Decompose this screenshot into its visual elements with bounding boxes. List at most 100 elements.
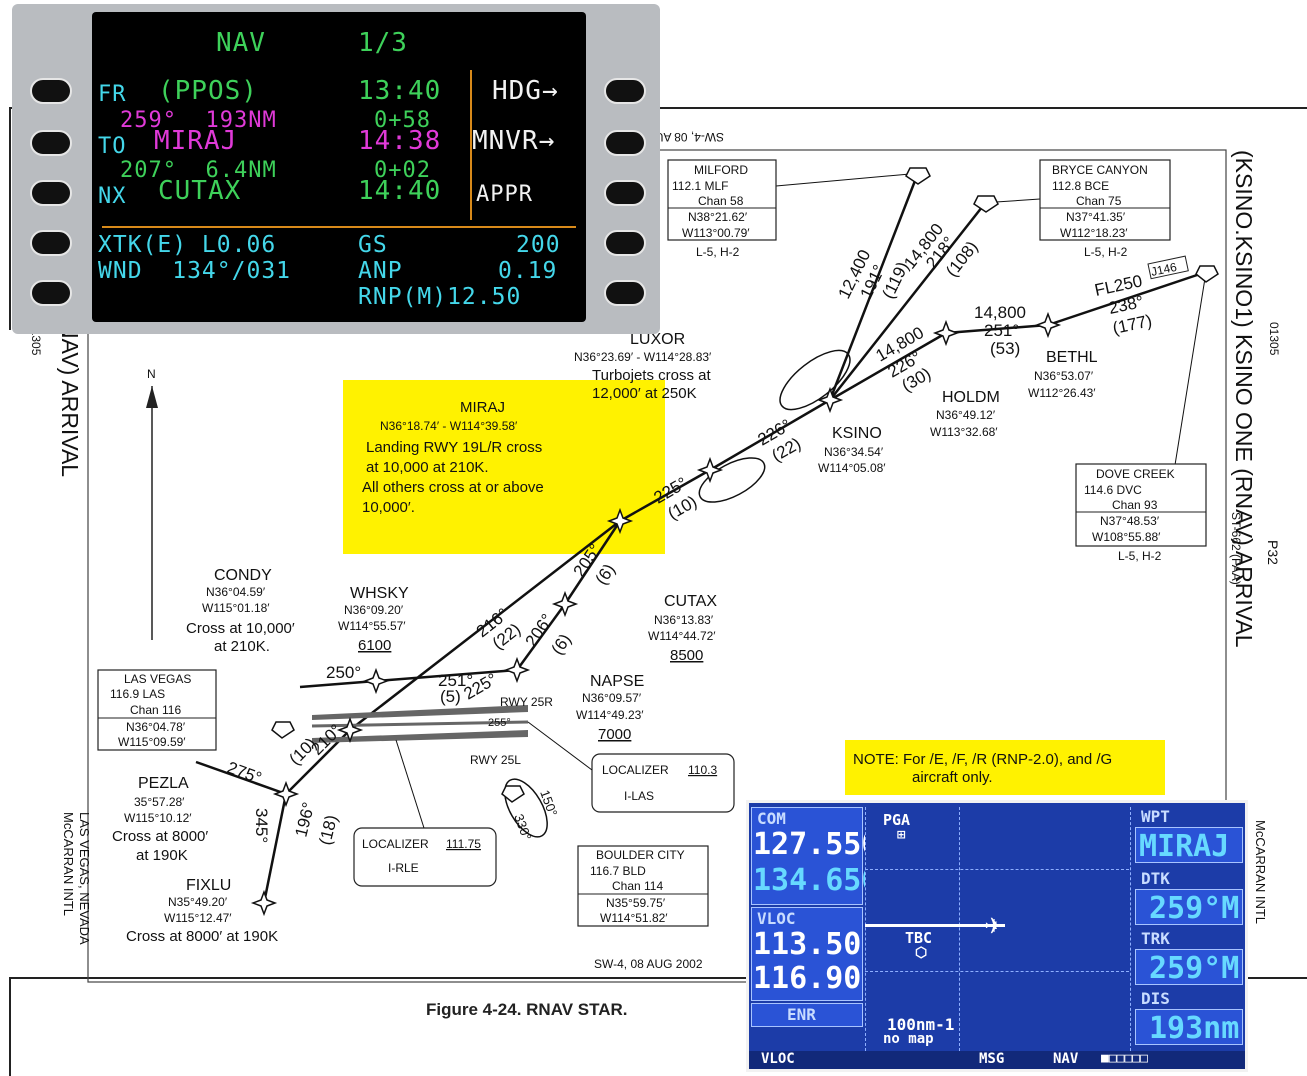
svg-text:I-LAS: I-LAS: [624, 789, 654, 803]
miraj-coords: N36°18.74′ - W114°39.58′: [380, 419, 518, 433]
miraj-line2: at 10,000 at 210K.: [366, 459, 489, 476]
wpt-window: [1135, 827, 1243, 863]
svg-text:W108°55.88′: W108°55.88′: [1092, 530, 1161, 544]
svg-text:Chan 75: Chan 75: [1076, 194, 1122, 208]
ilas-localizer-box: LOCALIZER 110.3 I-LAS: [591, 753, 735, 813]
leg-bethl-dist: (53): [990, 339, 1020, 358]
com-window[interactable]: [751, 807, 863, 905]
cdu-anp-label: ANP: [358, 258, 403, 284]
luxor-coords: N36°23.69′ - W114°28.83′: [574, 350, 712, 364]
lsk-r5[interactable]: [604, 280, 646, 306]
lsk-l3[interactable]: [30, 180, 72, 206]
rwy-255: 255°: [488, 717, 511, 729]
luxor-line2: 12,000′ at 250K: [592, 385, 697, 402]
leg-cutax-napse-dist: (6): [548, 630, 575, 658]
napse-lat: N36°09.57′: [582, 691, 642, 705]
lsk-r3[interactable]: [604, 180, 646, 206]
svg-text:W115°09.59′: W115°09.59′: [118, 735, 186, 749]
lsk-l1[interactable]: [30, 78, 72, 104]
map-wpt-tbc: TBC: [905, 929, 933, 947]
lsk-l2[interactable]: [30, 130, 72, 156]
trk-window: [1135, 949, 1243, 985]
cdu-fr-wpt: (PPOS): [158, 76, 258, 106]
note-line1: NOTE: For /E, /F, /R (RNP-2.0), and /G: [853, 751, 1112, 768]
cdu-fr-time: 13:40: [358, 76, 442, 106]
leg-whsky-condy-crs: 250°: [326, 663, 361, 682]
cutax-alt: 8500: [670, 647, 703, 664]
cdu-mnvr: MNVR→: [472, 126, 556, 156]
cdu-wnd: WND 134°/031: [98, 258, 292, 284]
dis-label: DIS: [1141, 989, 1170, 1008]
holdm-name: HOLDM: [942, 389, 1000, 406]
fixlu-lat: N35°49.20′: [168, 895, 228, 909]
map-pane[interactable]: [865, 807, 1131, 1051]
cdu-screen: NAV 1/3 FR (PPOS) 13:40 259° 193NM 0+58 …: [92, 12, 586, 322]
holdm-lat: N36°49.12′: [936, 408, 996, 422]
lsk-l5[interactable]: [30, 280, 72, 306]
rwy-25r: RWY 25R: [500, 695, 553, 709]
figure-caption: Figure 4-24. RNAV STAR.: [426, 1000, 628, 1019]
wpt-label: WPT: [1141, 807, 1170, 826]
condy-lat: N36°04.59′: [206, 585, 266, 599]
dis-value: 193nm: [1149, 1011, 1240, 1046]
dove-chart-ref: L-5, H-2: [1118, 549, 1162, 563]
cdu-nx-label: NX: [98, 184, 127, 209]
cutax-name: CUTAX: [664, 593, 717, 610]
chart-title-right: (KSINO.KSINO1) KSINO ONE (RNAV) ARRIVAL: [1231, 150, 1257, 648]
vloc-active: 113.50: [753, 927, 862, 962]
lsk-r2[interactable]: [604, 130, 646, 156]
pezla-lon: W115°10.12′: [124, 811, 192, 825]
condy-line2: at 210K.: [214, 638, 270, 655]
bethl-lat: N36°53.07′: [1034, 369, 1094, 383]
airport-left-line2: McCARRAN INTL: [61, 812, 76, 916]
bethl-name: BETHL: [1046, 349, 1098, 366]
svg-text:BRYCE CANYON: BRYCE CANYON: [1052, 163, 1148, 177]
lsk-l4[interactable]: [30, 230, 72, 256]
status-bar: [749, 1051, 1245, 1069]
svg-text:N37°41.35′: N37°41.35′: [1066, 210, 1126, 224]
status-msg[interactable]: MSG: [979, 1051, 1005, 1067]
vloc-standby: 116.90: [753, 961, 862, 996]
svg-text:W113°00.79′: W113°00.79′: [682, 226, 750, 240]
svg-text:110.3: 110.3: [688, 763, 717, 777]
napse-lon: W114°49.23′: [576, 708, 644, 722]
cdu-gs-val: 200: [516, 232, 561, 258]
cdu-nx-time: 14:40: [358, 176, 442, 206]
cdu-leg1-ete: 0+58: [374, 108, 431, 133]
status-vloc: VLOC: [761, 1051, 795, 1067]
svg-text:BOULDER CITY: BOULDER CITY: [596, 848, 685, 862]
page-number: P32: [1265, 540, 1281, 565]
status-nav[interactable]: NAV: [1053, 1051, 1079, 1067]
condy-line1: Cross at 10,000′: [186, 620, 295, 637]
vloc-window[interactable]: [751, 907, 863, 1001]
boulder-city-box: BOULDER CITY 116.7 BLD Chan 114 N35°59.7…: [577, 845, 709, 927]
leg-bld-out: 330°: [511, 812, 534, 842]
lsk-r4[interactable]: [604, 230, 646, 256]
map-range: 100nm-1: [887, 1015, 955, 1034]
leg-fixlu-pezla-crs: 345°: [252, 808, 271, 843]
miraj-line1: Landing RWY 19L/R cross: [366, 439, 542, 456]
leg-pezla-fixlu-crs: 196°: [291, 800, 318, 839]
bottom-ref: SW-4, 08 AUG 2002: [594, 957, 703, 971]
tbc-vor-icon: ⬡: [915, 945, 928, 961]
svg-text:N35°59.75′: N35°59.75′: [606, 896, 666, 910]
enr-window: [751, 1003, 863, 1027]
bethl-lon: W112°26.43′: [1028, 386, 1096, 400]
ksino-lat: N36°34.54′: [824, 445, 884, 459]
cdu-title: NAV: [216, 28, 266, 58]
svg-text:111.75: 111.75: [446, 837, 481, 851]
cdu-anp-val: 0.19: [498, 258, 558, 284]
svg-text:W114°51.82′: W114°51.82′: [600, 911, 668, 925]
dtk-window: [1135, 889, 1243, 925]
svg-text:LAS VEGAS: LAS VEGAS: [124, 672, 191, 686]
cdu-leg2-ete: 0+02: [374, 158, 431, 183]
lsk-r1[interactable]: [604, 78, 646, 104]
cdu-divider-h: [102, 226, 576, 228]
course-line: [865, 924, 1005, 927]
cdu-gs-label: GS: [358, 232, 388, 258]
luxor-name: LUXOR: [630, 331, 685, 348]
com-active: 127.550: [753, 827, 880, 862]
cdu-nx-wpt: CUTAX: [158, 176, 242, 206]
miraj-name: MIRAJ: [460, 399, 505, 416]
